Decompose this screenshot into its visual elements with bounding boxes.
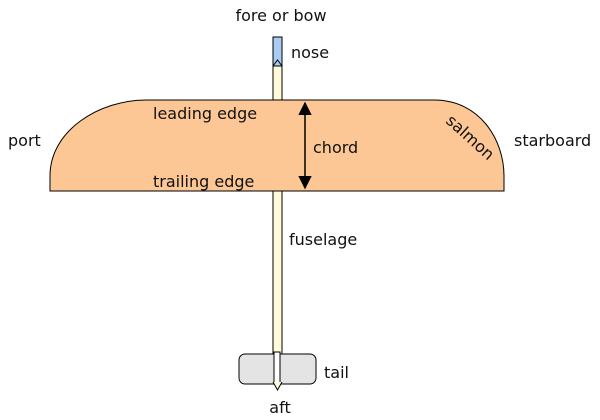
- aft-label: aft: [269, 398, 290, 417]
- nose-joint: [272, 59, 283, 67]
- nose: [272, 36, 283, 67]
- port-label: port: [8, 131, 41, 150]
- chord-label: chord: [313, 138, 358, 157]
- tail-label: tail: [324, 363, 349, 382]
- leading-edge-label: leading edge: [153, 104, 257, 123]
- starboard-label: starboard: [514, 131, 591, 150]
- fuselage-label: fuselage: [289, 230, 357, 249]
- wing: [49, 99, 505, 192]
- tail-fin: [273, 351, 281, 385]
- tail-point: [272, 381, 283, 392]
- fore-label: fore or bow: [235, 6, 326, 25]
- nose-label: nose: [291, 43, 329, 62]
- trailing-edge-label: trailing edge: [153, 172, 254, 191]
